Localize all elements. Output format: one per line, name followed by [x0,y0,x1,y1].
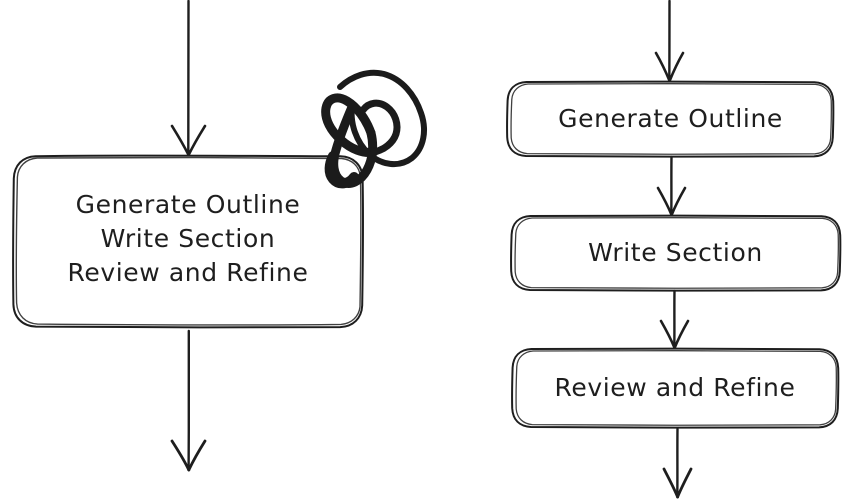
arrow-into-merged-node[interactable] [170,0,207,157]
arrow-generate-outline-to-write-section[interactable] [656,155,687,217]
node-review-and-refine[interactable] [511,347,840,429]
node-generate-outline[interactable] [506,80,835,158]
node-write-section[interactable] [510,214,842,292]
arrow-out-of-merged-node[interactable] [170,329,207,472]
merged-node[interactable] [12,154,364,329]
arrow-out-of-review-and-refine[interactable] [662,427,693,499]
scribble-annotation[interactable] [321,69,427,189]
arrow-into-generate-outline[interactable] [654,0,685,83]
arrow-write-section-to-review-and-refine[interactable] [659,289,690,350]
